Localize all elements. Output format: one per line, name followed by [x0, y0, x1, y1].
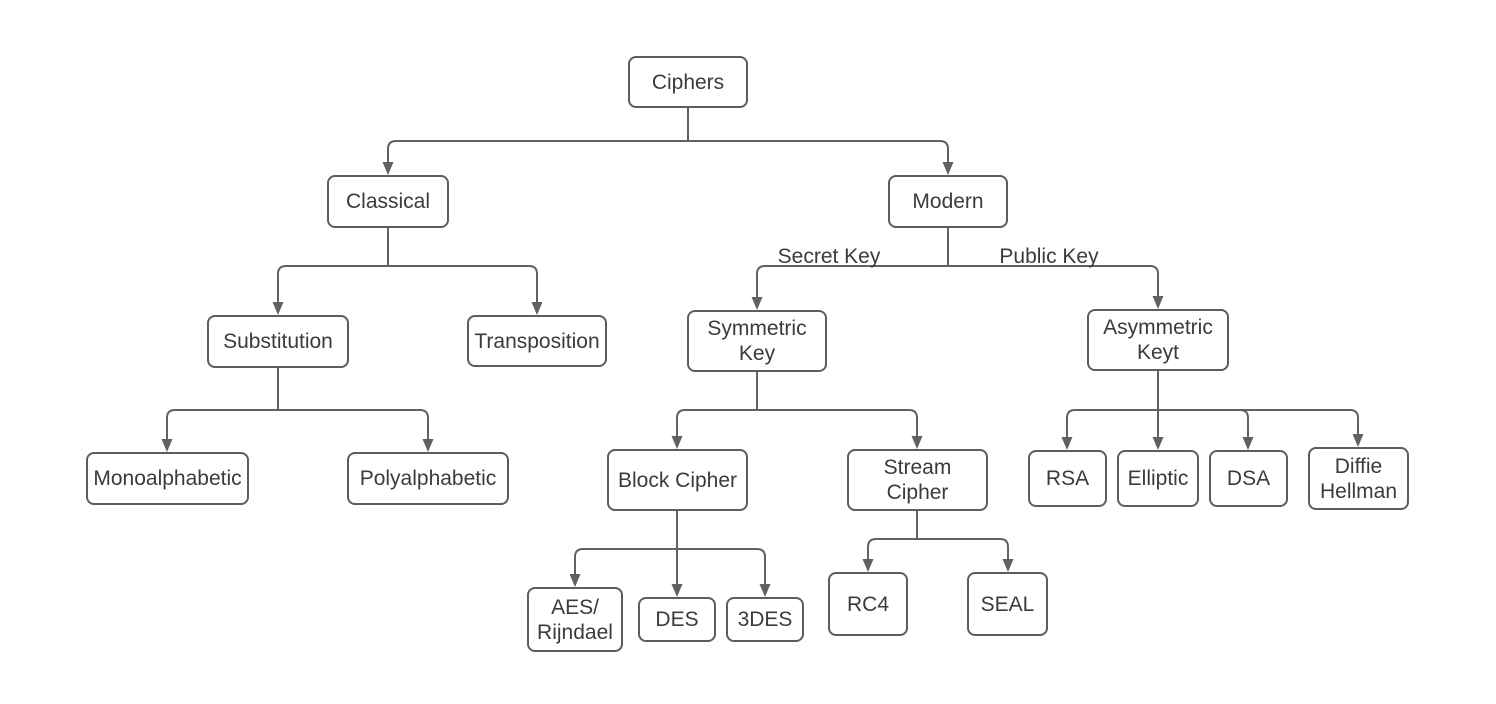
node-ciphers[interactable]: Ciphers [628, 56, 748, 108]
arrowheads [161, 162, 1364, 597]
arrowhead-diffie-hellman [1352, 434, 1364, 447]
node-seal-label: SEAL [980, 592, 1035, 616]
node-substitution[interactable]: Substitution [207, 315, 349, 368]
node-modern-label: Modern [912, 190, 984, 213]
node-polyalphabetic[interactable]: Polyalphabetic [347, 452, 509, 505]
arrowhead-des [671, 584, 683, 597]
node-rc4[interactable]: RC4 [828, 572, 908, 636]
node-3des[interactable]: 3DES [726, 597, 804, 642]
node-aes-rijndael-label: AES/ Rijndael [537, 595, 613, 644]
node-block-cipher[interactable]: Block Cipher [607, 449, 748, 511]
arrowhead-seal [1002, 559, 1014, 572]
arrowhead-transposition [531, 302, 543, 315]
node-ciphers-label: Ciphers [651, 70, 725, 94]
node-elliptic[interactable]: Elliptic [1117, 450, 1199, 507]
arrowhead-stream-cipher [911, 436, 923, 449]
node-aes-rijndael[interactable]: AES/ Rijndael [527, 587, 623, 652]
arrowhead-rsa [1061, 437, 1073, 450]
edge-block-children [574, 511, 766, 584]
edge-stream-children [867, 511, 1009, 559]
node-des[interactable]: DES [638, 597, 716, 642]
node-3des-label: 3DES [737, 608, 793, 631]
arrowhead-monoalphabetic [161, 439, 173, 452]
edge-modern-children [756, 228, 1159, 297]
node-des-label: DES [655, 608, 699, 631]
edge-substitution-children [166, 368, 429, 439]
node-symmetric-key[interactable]: Symmetric Key [687, 310, 827, 372]
node-transposition-label: Transposition [474, 329, 600, 353]
arrowhead-polyalphabetic [422, 439, 434, 452]
arrowhead-asymmetric-keyt [1152, 296, 1164, 309]
edge-symmetric-children [676, 372, 918, 436]
node-diffie-hellman[interactable]: Diffie Hellman [1308, 447, 1409, 510]
arrowhead-dsa [1242, 437, 1254, 450]
node-dsa[interactable]: DSA [1209, 450, 1288, 507]
node-rsa[interactable]: RSA [1028, 450, 1107, 507]
node-elliptic-label: Elliptic [1127, 467, 1189, 490]
node-block-cipher-label: Block Cipher [617, 468, 738, 492]
arrowhead-block-cipher [671, 436, 683, 449]
node-classical-label: Classical [345, 190, 431, 213]
node-monoalphabetic-label: Monoalphabetic [93, 467, 242, 490]
arrowhead-substitution [272, 302, 284, 315]
arrowhead-3des [759, 584, 771, 597]
node-diffie-hellman-label: Diffie Hellman [1319, 454, 1398, 503]
node-symmetric-key-label: Symmetric Key [707, 317, 807, 365]
node-transposition[interactable]: Transposition [467, 315, 607, 367]
node-asymmetric-keyt[interactable]: Asymmetric Keyt [1087, 309, 1229, 371]
node-asymmetric-keyt-label: Asymmetric Keyt [1103, 316, 1213, 364]
node-stream-cipher-label: Stream Cipher [883, 456, 952, 504]
node-polyalphabetic-label: Polyalphabetic [359, 467, 497, 490]
node-modern[interactable]: Modern [888, 175, 1008, 228]
edge-label-secret-key[interactable]: Secret Key [777, 245, 881, 268]
arrowhead-classical [382, 162, 394, 175]
node-monoalphabetic[interactable]: Monoalphabetic [86, 452, 249, 505]
node-substitution-label: Substitution [223, 330, 333, 353]
node-seal[interactable]: SEAL [967, 572, 1048, 636]
arrowhead-symmetric-key [751, 297, 763, 310]
node-rsa-label: RSA [1045, 467, 1090, 490]
node-stream-cipher[interactable]: Stream Cipher [847, 449, 988, 511]
node-dsa-label: DSA [1226, 467, 1271, 490]
arrowhead-rc4 [862, 559, 874, 572]
edge-ciphers-classical [387, 108, 949, 162]
edge-asymmetric-children [1066, 371, 1359, 437]
edge-classical-children [277, 228, 538, 302]
arrowhead-elliptic [1152, 437, 1164, 450]
arrowhead-aes-rijndael [569, 574, 581, 587]
edge-label-public-key[interactable]: Public Key [999, 245, 1099, 268]
node-classical[interactable]: Classical [327, 175, 449, 228]
arrowhead-modern [942, 162, 954, 175]
node-rc4-label: RC4 [846, 592, 889, 616]
